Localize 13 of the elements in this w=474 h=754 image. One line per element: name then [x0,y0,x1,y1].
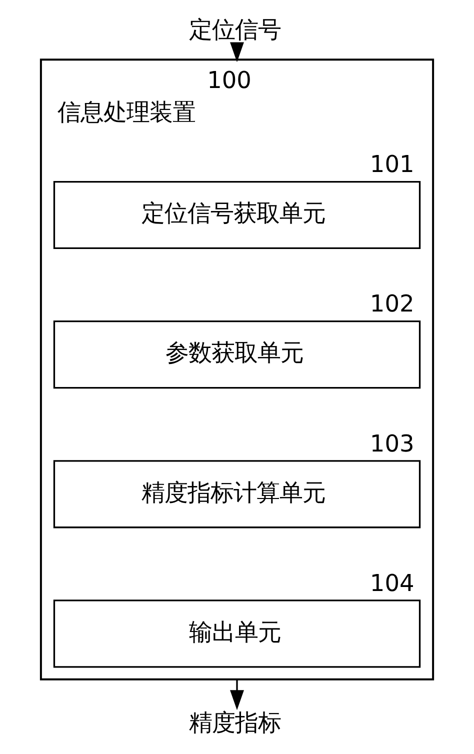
node-label: 102 [370,290,414,318]
arrow [230,679,244,710]
node-text: 定位信号 [188,16,281,44]
node-box: 输出单元 [53,600,421,668]
arrow [230,42,244,62]
node-label: 101 [370,151,414,178]
node-box: 定位信号获取单元 [53,180,421,250]
node-label: 100 [207,67,252,94]
node-box: 精度指标计算单元 [53,460,421,528]
node-text: 精度指标 [188,709,281,736]
node-label: 104 [370,570,414,597]
node-box: 参数获取单元 [53,320,421,389]
node-label: 103 [370,430,414,458]
